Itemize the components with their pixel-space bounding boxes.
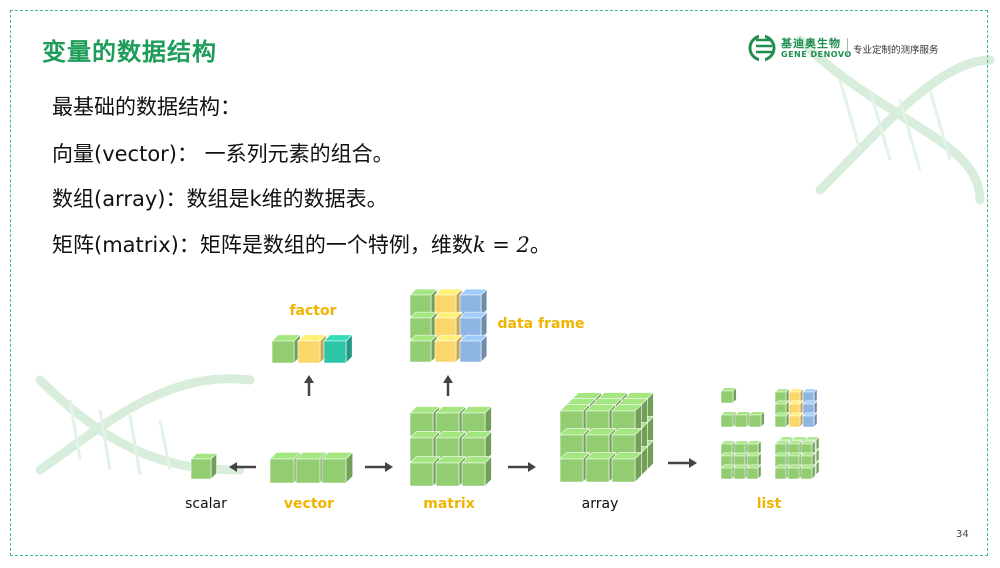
arrow-array-to-list xyxy=(668,458,697,468)
label-data-frame: data frame xyxy=(497,316,585,332)
body-line-4-suffix: 。 xyxy=(529,233,551,257)
array-cube-0-2-0-front xyxy=(559,458,584,483)
logo-name-cn: 基迪奥生物 xyxy=(781,37,841,50)
array-cube-0-2-2-front xyxy=(611,458,636,483)
list-vector-cube-0-front xyxy=(720,414,734,428)
logo-icon xyxy=(748,32,776,64)
list-matrix-cube-2-1-front xyxy=(733,467,746,480)
list-df-cube-2-2-front xyxy=(802,415,815,428)
label-factor: factor xyxy=(289,303,337,319)
factor-cube-2-front xyxy=(323,340,347,364)
list-array-cube-0-2-0-front xyxy=(774,467,787,480)
slide-frame xyxy=(10,10,988,556)
matrix-cube-2-2-front xyxy=(461,462,486,487)
factor-cube-1-front xyxy=(297,340,321,364)
logo-name-en: GENE DENOVO xyxy=(781,50,852,59)
body-line-1: 最基础的数据结构： xyxy=(52,95,241,119)
label-vector: vector xyxy=(283,496,335,512)
slide-title: 变量的数据结构 xyxy=(42,38,217,66)
body-line-4: 矩阵(matrix)：矩阵是数组的一个特例，维数k = 2。 xyxy=(52,229,551,259)
arrow-vector-to-factor xyxy=(304,375,314,396)
list-df-cube-2-0-front xyxy=(774,415,787,428)
label-scalar: scalar xyxy=(185,496,227,512)
list-matrix-cube-2-2-front xyxy=(746,467,759,480)
scalar-cube-front xyxy=(190,458,212,480)
label-matrix: matrix xyxy=(423,496,475,512)
matrix-cube-2-0-front xyxy=(409,462,434,487)
list-matrix-cube-2-0-front xyxy=(720,467,733,480)
body-line-2: 向量(vector)： 一系列元素的组合。 xyxy=(52,142,394,166)
arrow-vector-to-matrix xyxy=(365,462,393,472)
list-vector-cube-1-front xyxy=(734,414,748,428)
logo-divider xyxy=(847,38,848,56)
array-cube-0-2-1-front xyxy=(585,458,610,483)
dataframe-cube-2-0-front xyxy=(409,340,432,363)
list-vector-cube-2-front xyxy=(748,414,762,428)
page-number: 34 xyxy=(956,529,969,540)
arrow-matrix-to-dataframe xyxy=(443,375,453,396)
list-array-cube-0-2-1-front xyxy=(787,467,800,480)
body-line-4-math: k = 2 xyxy=(472,233,530,257)
list-scalar-cube-front xyxy=(720,390,734,404)
factor-cube-0-front xyxy=(271,340,295,364)
logo-slogan: 专业定制的测序服务 xyxy=(853,45,939,56)
vector-cube-2-front xyxy=(321,458,347,484)
dataframe-cube-2-1-front xyxy=(434,340,457,363)
label-array: array xyxy=(581,496,619,512)
vector-cube-0-front xyxy=(269,458,295,484)
label-list: list xyxy=(756,496,782,512)
list-df-cube-2-1-front xyxy=(788,415,801,428)
vector-cube-1-front xyxy=(295,458,321,484)
company-logo: 基迪奥生物 GENE DENOVO 专业定制的测序服务 xyxy=(748,30,963,66)
body-line-4-prefix: 矩阵(matrix)：矩阵是数组的一个特例，维数 xyxy=(52,233,473,257)
arrow-vector-to-scalar xyxy=(229,462,256,472)
matrix-cube-2-1-front xyxy=(435,462,460,487)
list-array-cube-0-2-2-front xyxy=(800,467,813,480)
arrow-matrix-to-array xyxy=(508,462,536,472)
body-line-3: 数组(array)：数组是k维的数据表。 xyxy=(52,187,388,211)
dataframe-cube-2-2-front xyxy=(459,340,482,363)
